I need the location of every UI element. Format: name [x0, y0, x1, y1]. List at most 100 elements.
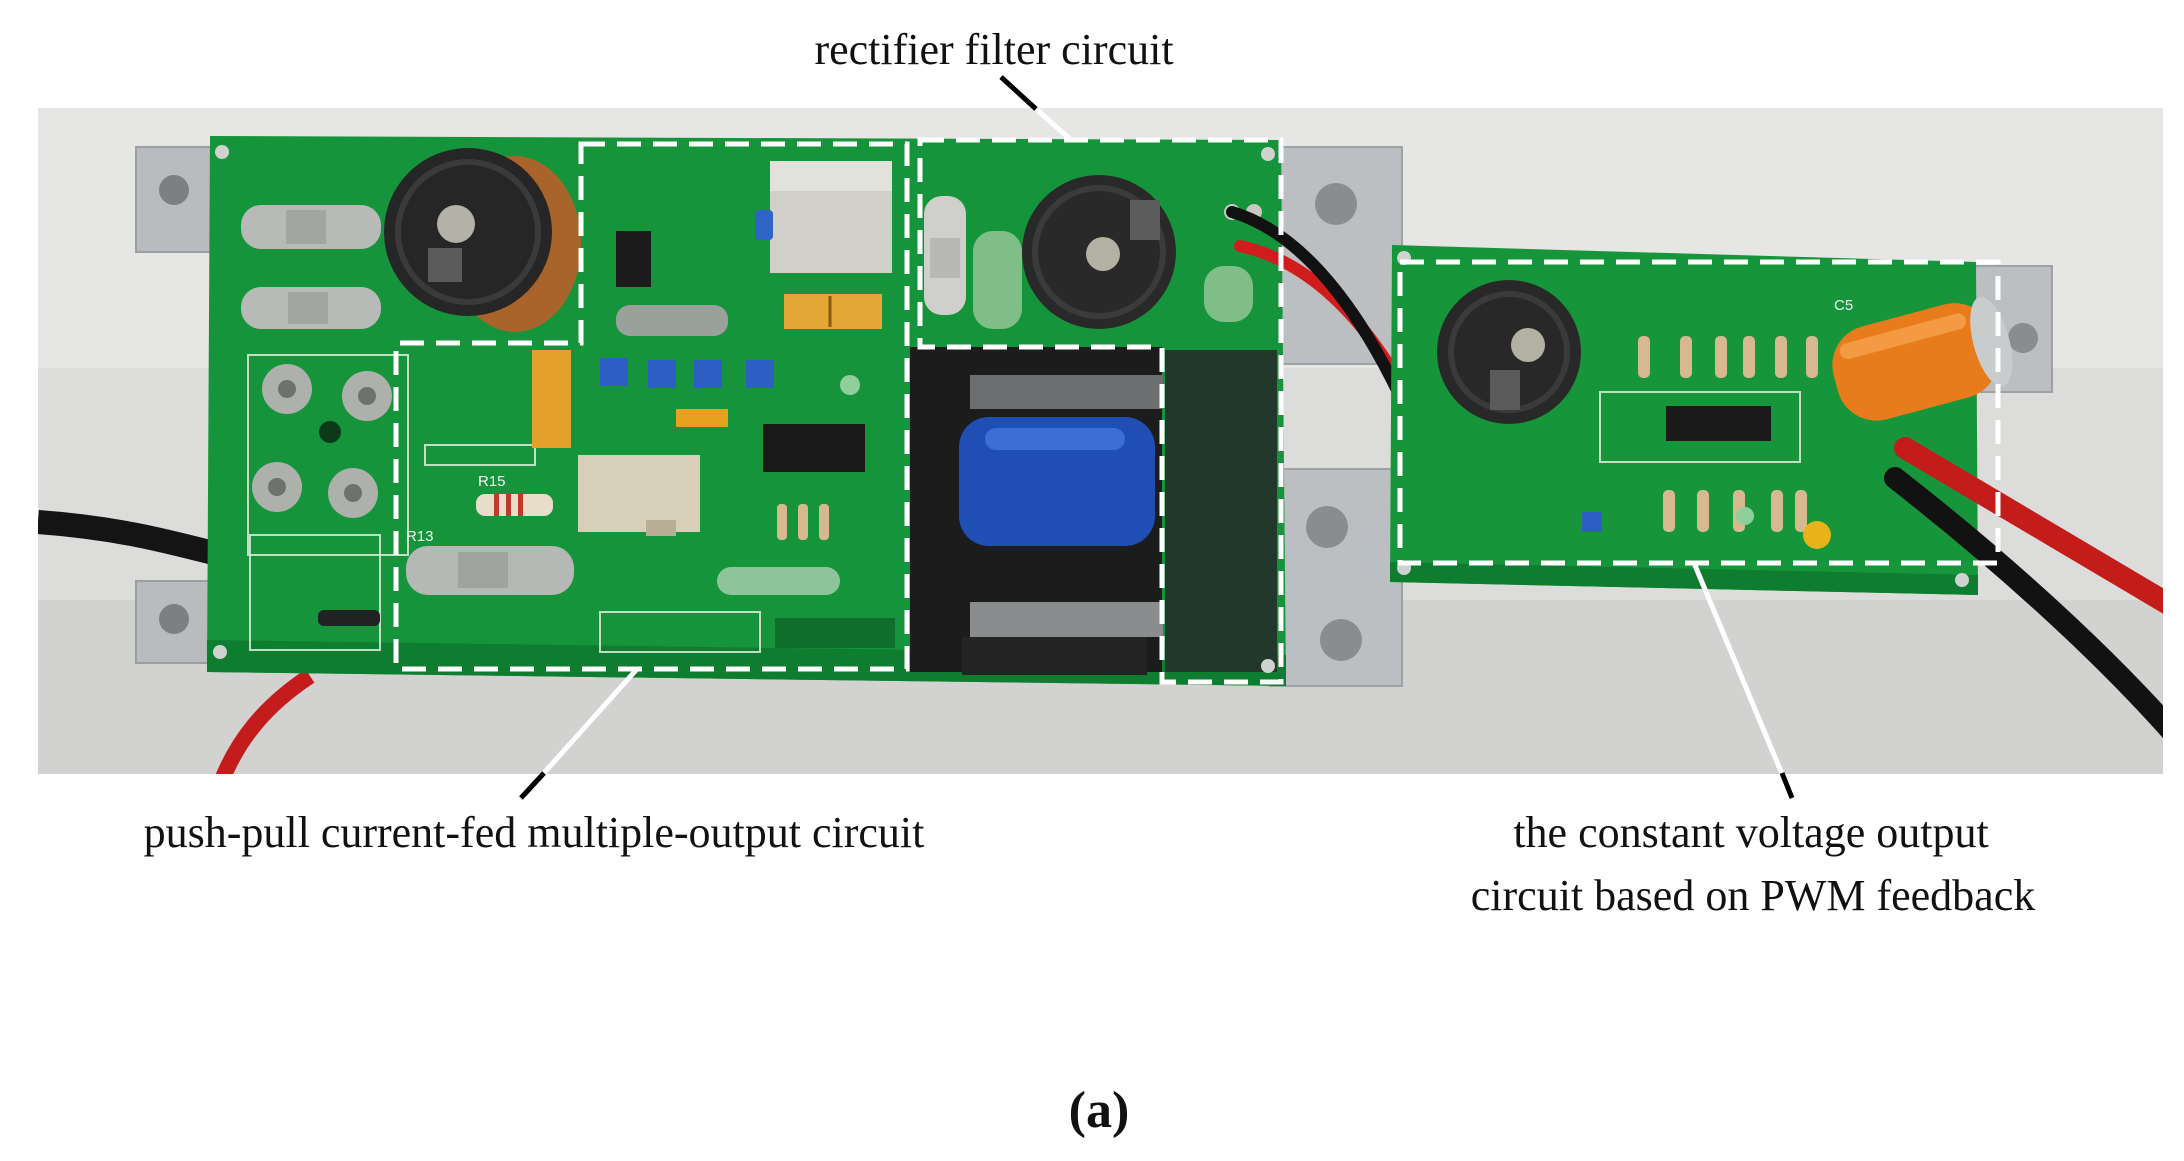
pwm-green-capacitor	[1736, 507, 1754, 525]
input-inductor-mosaic	[428, 248, 462, 282]
output-red-wire	[1894, 437, 2184, 619]
left-bottom-bracket-hole	[159, 604, 189, 634]
power-resistor-mosaic	[458, 552, 508, 588]
pwm-yellow-capacitor	[1803, 521, 1831, 549]
pwm-inductor-screw	[1511, 328, 1545, 362]
rectifier-leader-outer	[999, 75, 1038, 111]
main-board-screw-tr	[1261, 147, 1275, 161]
rectifier-inductor-screw	[1086, 237, 1120, 271]
screw-terminal-3-center	[268, 478, 286, 496]
left-top-bracket-hole	[159, 175, 189, 205]
pwm-resistor-bottom-4	[1771, 490, 1783, 532]
silkscreen-outline-header	[424, 444, 536, 466]
transformer-bottom-plate	[970, 602, 1163, 637]
r15-band-2	[506, 494, 511, 516]
trimmer-pot-4	[746, 360, 774, 388]
pwm-controller-ic	[1666, 406, 1771, 441]
pwm-resistor-top-6	[1806, 336, 1818, 378]
transformer-right-column	[1165, 350, 1277, 672]
pwm-resistor-bottom-2	[1697, 490, 1709, 532]
rectifier-green-part-right	[1204, 266, 1253, 322]
small-resistor-a	[777, 504, 787, 540]
transformer-top-plate	[970, 375, 1163, 409]
pwm-trimmer-pot	[1582, 512, 1602, 532]
small-resistor-c	[819, 504, 829, 540]
trimmer-pot-3	[694, 360, 722, 388]
pwm-leader-inner	[1691, 562, 1785, 775]
blue-film-capacitor	[755, 210, 773, 240]
left-black-cable	[37, 510, 228, 568]
input-inductor-rim	[395, 159, 541, 305]
main-board-screw-tl	[215, 145, 229, 159]
transformer-base	[962, 637, 1147, 675]
rectifier-label: rectifier filter circuit	[814, 25, 1173, 74]
main-board-screw-bl	[213, 645, 227, 659]
rectifier-leader-inner	[1033, 106, 1073, 142]
main-board-screw-br	[1261, 659, 1275, 673]
pwm-resistor-top-4	[1743, 336, 1755, 378]
electrolytic-capacitor-stripe	[1839, 313, 1966, 360]
tantalum-capacitor-large	[784, 294, 882, 329]
pwm-resistor-top-1	[1638, 336, 1650, 378]
small-resistor-b	[798, 504, 808, 540]
silkscreen-label-c5: C5	[1834, 297, 1853, 314]
silkscreen-label-r15: R15	[478, 473, 506, 490]
input-inductor-screw	[437, 205, 475, 243]
silkscreen-outline-lower-pads	[599, 611, 761, 653]
push-pull-leader-outer	[519, 771, 546, 800]
small-ceramic-capacitor	[840, 375, 860, 395]
input-resistor-upper-mosaic	[286, 210, 326, 244]
mosfet-to220	[616, 231, 651, 287]
screw-terminal-4-center	[344, 484, 362, 502]
pwm-silkscreen-outline	[1599, 391, 1801, 463]
relay-module-tab	[646, 520, 676, 536]
figure-label: (a)	[1069, 1082, 1130, 1139]
electrolytic-capacitor	[1832, 296, 2013, 421]
output-black-wire	[1884, 467, 2184, 746]
small-orange-capacitor	[676, 409, 728, 427]
electrolytic-capacitor-end	[1970, 296, 2013, 387]
control-ic	[763, 424, 865, 472]
push-pull-leader-inner	[541, 667, 639, 776]
pwm-resistor-bottom-5	[1795, 490, 1807, 532]
middle-mounting-brackets	[1269, 146, 1403, 687]
gray-resistor-mid	[616, 305, 728, 336]
push-pull-region-outline	[393, 141, 910, 672]
green-varistor	[717, 567, 840, 595]
pwm-inductor-mosaic	[1490, 370, 1520, 410]
margin-mask-top	[0, 0, 2184, 108]
pwm-resistor-top-2	[1680, 336, 1692, 378]
pwm-label-line2: circuit based on PWM feedback	[1471, 871, 2035, 920]
trimmer-pot-2	[648, 360, 676, 388]
screw-terminal-1-center	[278, 380, 296, 398]
striped-resistor-r15	[476, 494, 553, 516]
screw-terminal-2-center	[358, 387, 376, 405]
input-resistor-lower-mosaic	[288, 292, 328, 324]
pwm-board-screw-br	[1955, 573, 1969, 587]
r15-band-1	[494, 494, 499, 516]
rectifier-region-outline	[917, 137, 1284, 685]
yellow-capacitor-vertical	[532, 350, 571, 448]
pwm-resistor-bottom-1	[1663, 490, 1675, 532]
rectifier-diode	[318, 610, 380, 626]
pwm-board-shadow-edge	[1390, 562, 1978, 595]
trimmer-pot-1	[600, 358, 628, 386]
left-red-cable	[210, 669, 315, 793]
pwm-pcb-board: C5	[1390, 245, 2013, 595]
right-mounting-bracket-hole	[2008, 323, 2038, 353]
rectifier-resistor-mosaic	[930, 238, 960, 278]
pwm-resistor-top-5	[1775, 336, 1787, 378]
r15-band-3	[518, 494, 523, 516]
main-pcb-board: R15 R13	[207, 136, 1286, 686]
pwm-inductor-core	[1437, 280, 1581, 424]
output-pin-header	[775, 618, 895, 648]
board-mounting-hole	[319, 421, 341, 443]
pwm-leader-outer	[1779, 772, 1795, 799]
pwm-label-line1: the constant voltage output	[1513, 808, 1988, 857]
middle-bottom-bracket-hole-upper	[1306, 506, 1348, 548]
pcb-photograph: R15 R13	[37, 106, 2184, 793]
silkscreen-label-r13: R13	[406, 528, 434, 545]
electrolytic-capacitor-body	[1832, 303, 1999, 421]
pwm-resistor-top-3	[1715, 336, 1727, 378]
